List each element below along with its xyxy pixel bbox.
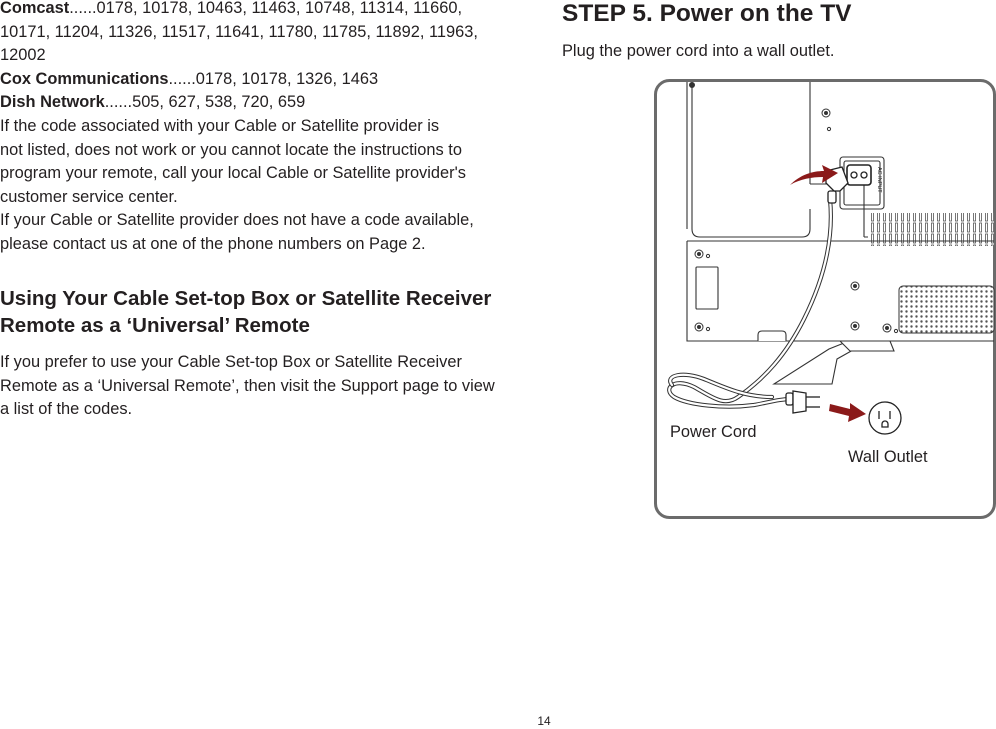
power-cord-diagram: AC INPUT (654, 79, 996, 519)
ac-input-label: AC INPUT (876, 167, 882, 193)
para-line: If the code associated with your Cable o… (0, 116, 440, 135)
para-line: please contact us at one of the phone nu… (0, 234, 426, 253)
screw-icon (694, 249, 899, 334)
provider-name: Dish Network (0, 93, 105, 112)
speaker-grill (898, 285, 995, 334)
provider-codes: ......0178, 10178, 1326, 1463 (168, 69, 379, 88)
step-instruction: Plug the power cord into a wall outlet. (562, 42, 835, 60)
para-line: Remote as a ‘Universal Remote’, then vis… (0, 376, 495, 395)
power-cord-label: Power Cord (670, 423, 757, 441)
code-line-comcast: Comcast......0178, 10178, 10463, 11463, … (0, 0, 478, 21)
provider-name: Cox Communications (0, 69, 169, 88)
tv-stand (757, 330, 895, 385)
para-line: If you prefer to use your Cable Set-top … (0, 353, 462, 371)
heading-line: Remote as a ‘Universal’ Remote (0, 314, 310, 337)
universal-remote-paragraph: If you prefer to use your Cable Set-top … (0, 351, 495, 422)
provider-name: Comcast (0, 0, 70, 17)
plug-icon (785, 390, 820, 414)
wall-outlet-label: Wall Outlet (848, 448, 928, 466)
provider-codes: ......0178, 10178, 10463, 11463, 10748, … (69, 0, 463, 17)
arrow-to-outlet-icon (829, 403, 866, 422)
code-line-comcast-cont: 10171, 11204, 11326, 11517, 11641, 11780… (0, 22, 478, 41)
universal-remote-heading: Using Your Cable Set-top Box or Satellit… (0, 285, 491, 339)
wall-outlet-icon (868, 401, 902, 435)
power-cord-icon (667, 196, 833, 409)
tv-lower-chassis (686, 240, 994, 342)
para-line: a list of the codes. (0, 400, 133, 419)
para-line: customer service center. (0, 187, 178, 206)
code-line-comcast-cont: 12002 (0, 46, 46, 65)
para-line: program your remote, call your local Cab… (0, 164, 466, 183)
ac-input-socket-icon (846, 164, 872, 186)
screw-icon (689, 82, 832, 132)
code-line-dish: Dish Network......505, 627, 538, 720, 65… (0, 91, 478, 115)
para-line: not listed, does not work or you cannot … (0, 140, 462, 159)
code-line-cox: Cox Communications......0178, 10178, 132… (0, 68, 478, 92)
provider-codes: ......505, 627, 538, 720, 659 (104, 93, 306, 112)
page-number: 14 (537, 714, 551, 728)
para-line: If your Cable or Satellite provider does… (0, 211, 474, 230)
step-title: STEP 5. Power on the TV (562, 0, 852, 27)
arrow-to-ac-input-icon (790, 165, 838, 185)
heading-line: Using Your Cable Set-top Box or Satellit… (0, 287, 492, 310)
remote-codes-list: Comcast......0178, 10178, 10463, 11463, … (0, 0, 478, 257)
